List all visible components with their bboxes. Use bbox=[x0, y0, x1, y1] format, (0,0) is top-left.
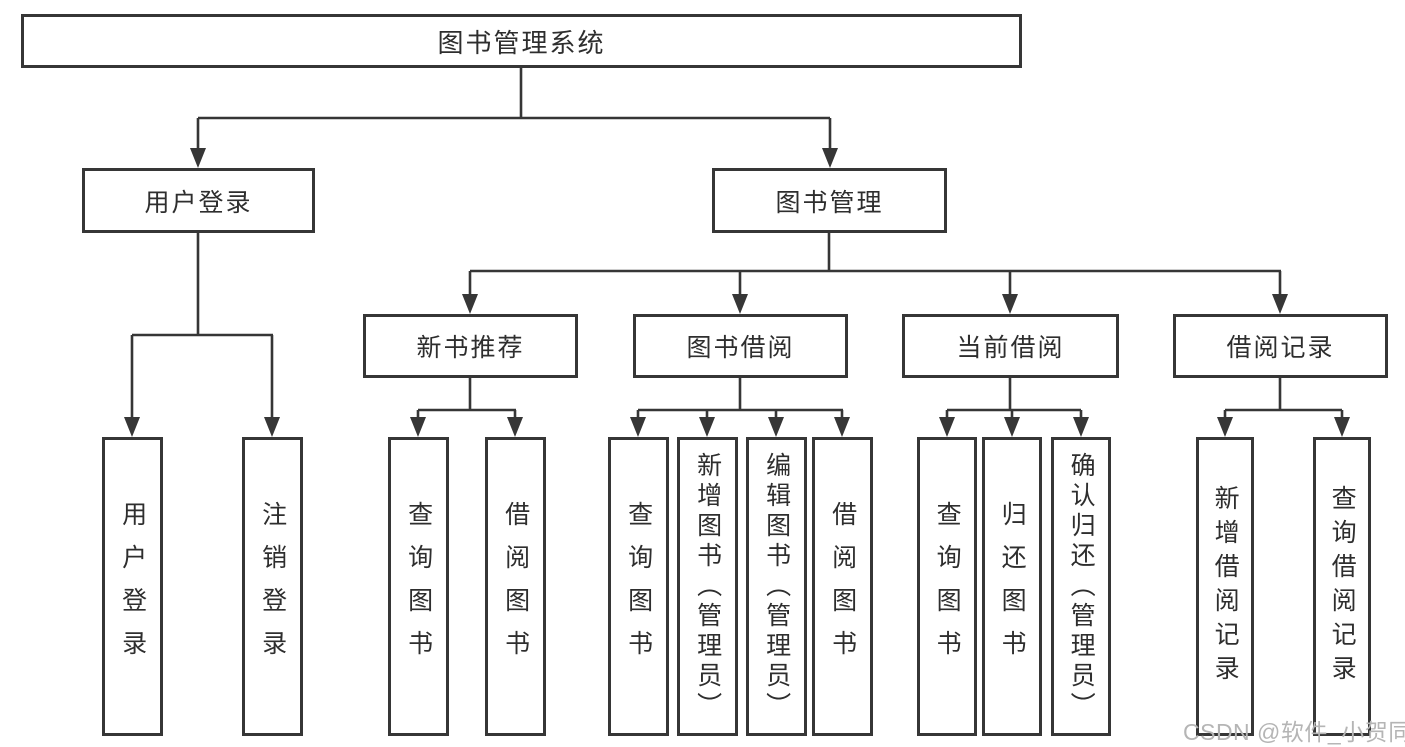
node-label: 注销登录 bbox=[258, 500, 287, 673]
node-label: 确认归还（管理员） bbox=[1067, 451, 1096, 722]
node-new-book-recommend: 新书推荐 bbox=[363, 314, 578, 378]
leaf-query-books: 查询图书 bbox=[608, 437, 669, 736]
node-label: 用户登录 bbox=[118, 500, 147, 673]
leaf-add-borrow-record: 新增借阅记录 bbox=[1196, 437, 1254, 736]
node-label: 归还图书 bbox=[998, 500, 1027, 673]
node-label: 借阅记录 bbox=[1226, 334, 1335, 362]
node-label: 新增图书（管理员） bbox=[693, 451, 722, 722]
node-library-management-system: 图书管理系统 bbox=[21, 14, 1022, 68]
node-label: 图书借阅 bbox=[686, 334, 795, 362]
node-label: 查询借阅记录 bbox=[1328, 484, 1357, 689]
leaf-user-login: 用户登录 bbox=[102, 437, 163, 736]
node-label: 查询图书 bbox=[624, 500, 653, 673]
node-label: 借阅图书 bbox=[501, 500, 530, 673]
node-label: 用户登录 bbox=[144, 188, 253, 217]
node-label: 当前借阅 bbox=[956, 334, 1065, 362]
node-label: 查询图书 bbox=[933, 500, 962, 673]
node-borrowing-records: 借阅记录 bbox=[1173, 314, 1388, 378]
node-label: 借阅图书 bbox=[828, 500, 857, 673]
node-book-management: 图书管理 bbox=[712, 168, 947, 233]
leaf-return-books: 归还图书 bbox=[982, 437, 1042, 736]
node-label: 图书管理 bbox=[775, 188, 884, 217]
csdn-watermark: CSDN @软件_小贺同学 bbox=[1183, 719, 1405, 745]
node-label: 查询图书 bbox=[404, 500, 433, 673]
node-label: 编辑图书（管理员） bbox=[762, 451, 791, 722]
leaf-borrow-books: 借阅图书 bbox=[812, 437, 873, 736]
node-label: 新增借阅记录 bbox=[1211, 484, 1240, 689]
leaf-query-books: 查询图书 bbox=[917, 437, 977, 736]
leaf-query-books: 查询图书 bbox=[388, 437, 449, 736]
node-current-borrowing: 当前借阅 bbox=[902, 314, 1119, 378]
leaf-confirm-return-admin: 确认归还（管理员） bbox=[1051, 437, 1111, 736]
node-book-borrowing: 图书借阅 bbox=[633, 314, 848, 378]
node-label: 新书推荐 bbox=[416, 334, 525, 362]
leaf-logout: 注销登录 bbox=[242, 437, 303, 736]
node-label: 图书管理系统 bbox=[437, 27, 606, 58]
leaf-add-books-admin: 新增图书（管理员） bbox=[677, 437, 738, 736]
leaf-borrow-books: 借阅图书 bbox=[485, 437, 546, 736]
node-user-login: 用户登录 bbox=[82, 168, 315, 233]
leaf-query-borrow-record: 查询借阅记录 bbox=[1313, 437, 1371, 736]
leaf-edit-books-admin: 编辑图书（管理员） bbox=[746, 437, 807, 736]
